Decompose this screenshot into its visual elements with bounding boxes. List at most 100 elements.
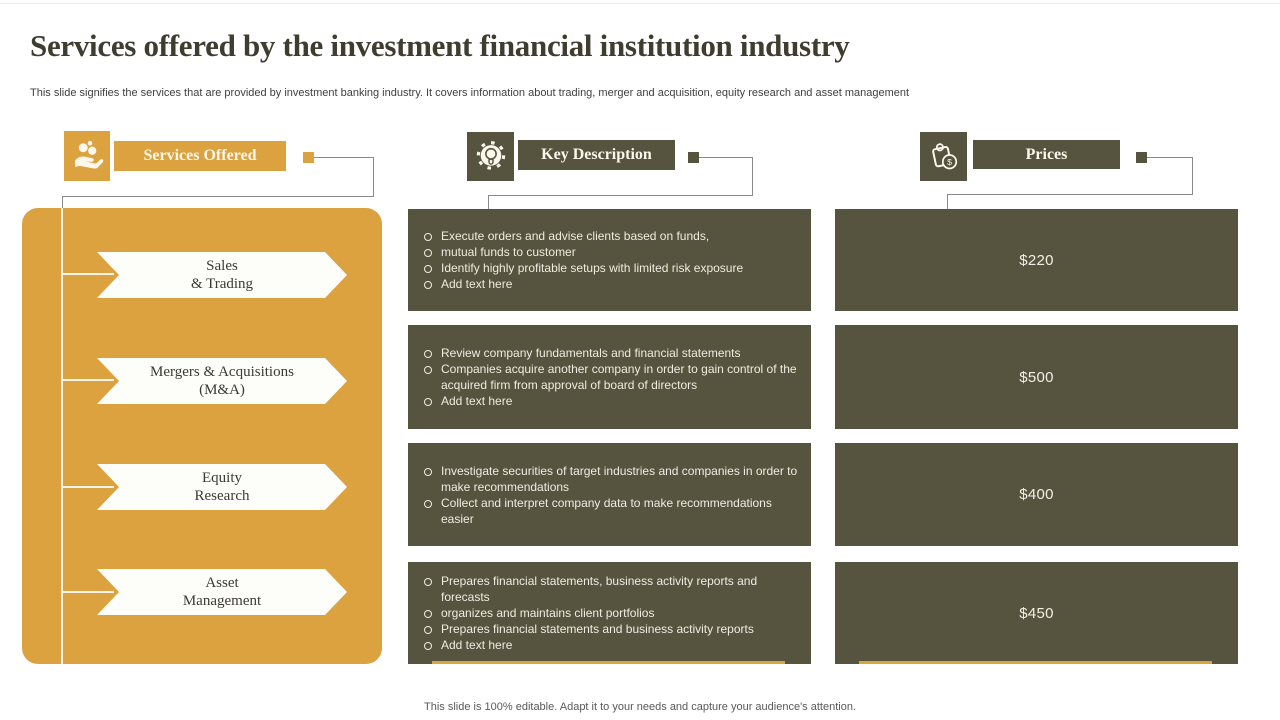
bullet-marker-icon [424, 366, 432, 374]
price-box-asset-management: $450 [835, 562, 1238, 664]
service-label-line: Management [182, 593, 262, 609]
bullet-marker-icon [424, 398, 432, 406]
bullet-list: Prepares financial statements, business … [408, 573, 811, 653]
connector-line [752, 157, 753, 195]
connector-line [488, 195, 753, 196]
bullet-text: Prepares financial statements and busine… [441, 622, 754, 636]
branch-line [62, 379, 114, 381]
connector-line [373, 157, 374, 196]
bullet-item: Collect and interpret company data to ma… [424, 495, 803, 527]
bullet-text: Companies acquire another company in ord… [441, 362, 797, 392]
slide-top-border [0, 3, 1280, 4]
bullet-text: Identify highly profitable setups with l… [441, 261, 744, 275]
description-box-sales-trading: Execute orders and advise clients based … [408, 209, 811, 311]
bullet-item: mutual funds to customer [424, 244, 803, 260]
price-box-mergers-acquisitions: $500 [835, 325, 1238, 429]
page-subtitle: This slide signifies the services that a… [30, 87, 910, 99]
bullet-marker-icon [424, 642, 432, 650]
description-box-equity-research: Investigate securities of target industr… [408, 443, 811, 546]
bullet-text: mutual funds to customer [441, 245, 576, 259]
services-offered-header-label: Services Offered [143, 147, 257, 164]
bulb-gear-icon [476, 140, 505, 170]
service-arrow-sales-trading: Sales & Trading [97, 252, 347, 298]
footer-note: This slide is 100% editable. Adapt it to… [424, 701, 856, 713]
bullet-marker-icon [424, 233, 432, 241]
bullet-marker-icon [424, 249, 432, 257]
bullet-text: Add text here [441, 638, 513, 652]
bullet-text: Add text here [441, 277, 513, 291]
connector-line [1147, 157, 1192, 158]
bullet-list: Investigate securities of target industr… [408, 463, 811, 527]
connector-line [62, 197, 63, 208]
description-box-asset-management: Prepares financial statements, business … [408, 562, 811, 664]
bullet-item: Review company fundamentals and financia… [424, 345, 803, 361]
dollar-glyph: $ [947, 156, 952, 166]
service-label-line: (M&A) [199, 382, 245, 398]
service-label-line: Research [194, 488, 250, 504]
key-description-header: Key Description [518, 140, 675, 170]
branch-line [62, 273, 114, 275]
connector-line [1192, 157, 1193, 194]
bullet-text: Collect and interpret company data to ma… [441, 495, 772, 526]
services-offered-icon-box [64, 131, 110, 181]
bullet-text: Add text here [441, 394, 513, 408]
bullet-marker-icon [424, 610, 432, 618]
price-value: $400 [1019, 486, 1054, 503]
description-box-mergers-acquisitions: Review company fundamentals and financia… [408, 325, 811, 429]
connector-line [699, 157, 752, 158]
price-box-sales-trading: $220 [835, 209, 1238, 311]
hand-coins-icon [75, 141, 104, 169]
bullet-marker-icon [424, 265, 432, 273]
price-value: $500 [1019, 368, 1054, 386]
services-offered-header: Services Offered [114, 141, 286, 171]
prices-connector-square [1136, 152, 1147, 163]
bullet-item: Prepares financial statements and busine… [424, 621, 803, 637]
connector-line [947, 194, 948, 209]
price-tag-icon: $ [931, 142, 957, 169]
price-box-equity-research: $400 [835, 443, 1238, 546]
bullet-item: organizes and maintains client portfolio… [424, 605, 803, 621]
price-value: $450 [1019, 604, 1054, 622]
service-label-line: Equity [202, 470, 242, 486]
connector-line [62, 196, 374, 197]
prices-header: Prices [973, 140, 1120, 169]
bullet-text: Investigate securities of target industr… [441, 463, 798, 494]
page-title: Services offered by the investment finan… [30, 28, 850, 63]
bullet-list: Review company fundamentals and financia… [408, 345, 811, 409]
bullet-item: Companies acquire another company in ord… [424, 361, 803, 393]
key-description-header-label: Key Description [541, 146, 652, 163]
bullet-item: Investigate securities of target industr… [424, 463, 803, 495]
bullet-text: organizes and maintains client portfolio… [441, 606, 655, 620]
bullet-item: Add text here [424, 276, 803, 292]
bullet-marker-icon [424, 499, 432, 508]
prices-icon-box: $ [920, 132, 967, 181]
prices-header-label: Prices [1025, 145, 1068, 163]
bullet-list: Execute orders and advise clients based … [408, 228, 811, 292]
services-spine-line [61, 208, 63, 664]
key-description-connector-square [688, 152, 699, 163]
bullet-item: Identify highly profitable setups with l… [424, 260, 803, 276]
connector-line [947, 194, 1193, 195]
price-value: $220 [1019, 251, 1054, 269]
gold-accent-line [859, 661, 1212, 664]
bullet-marker-icon [424, 626, 432, 634]
key-description-icon-box [467, 132, 514, 181]
bullet-marker-icon [424, 350, 432, 358]
bullet-marker-icon [424, 578, 432, 586]
service-label-line: Asset [205, 575, 239, 591]
bullet-item: Execute orders and advise clients based … [424, 228, 803, 244]
bullet-marker-icon [424, 281, 432, 289]
service-label-line: Mergers & Acquisitions [150, 364, 294, 380]
gold-accent-line [432, 661, 785, 664]
service-arrow-mergers-acquisitions: Mergers & Acquisitions (M&A) [97, 358, 347, 404]
bullet-text: Review company fundamentals and financia… [441, 346, 741, 360]
connector-line [314, 157, 373, 158]
branch-line [62, 591, 114, 593]
bullet-text: Prepares financial statements, business … [441, 574, 758, 604]
bullet-item: Add text here [424, 637, 803, 653]
service-arrow-equity-research: Equity Research [97, 464, 347, 510]
services-connector-square [303, 152, 314, 163]
bullet-text: Execute orders and advise clients based … [441, 229, 710, 243]
bullet-marker-icon [424, 467, 432, 476]
